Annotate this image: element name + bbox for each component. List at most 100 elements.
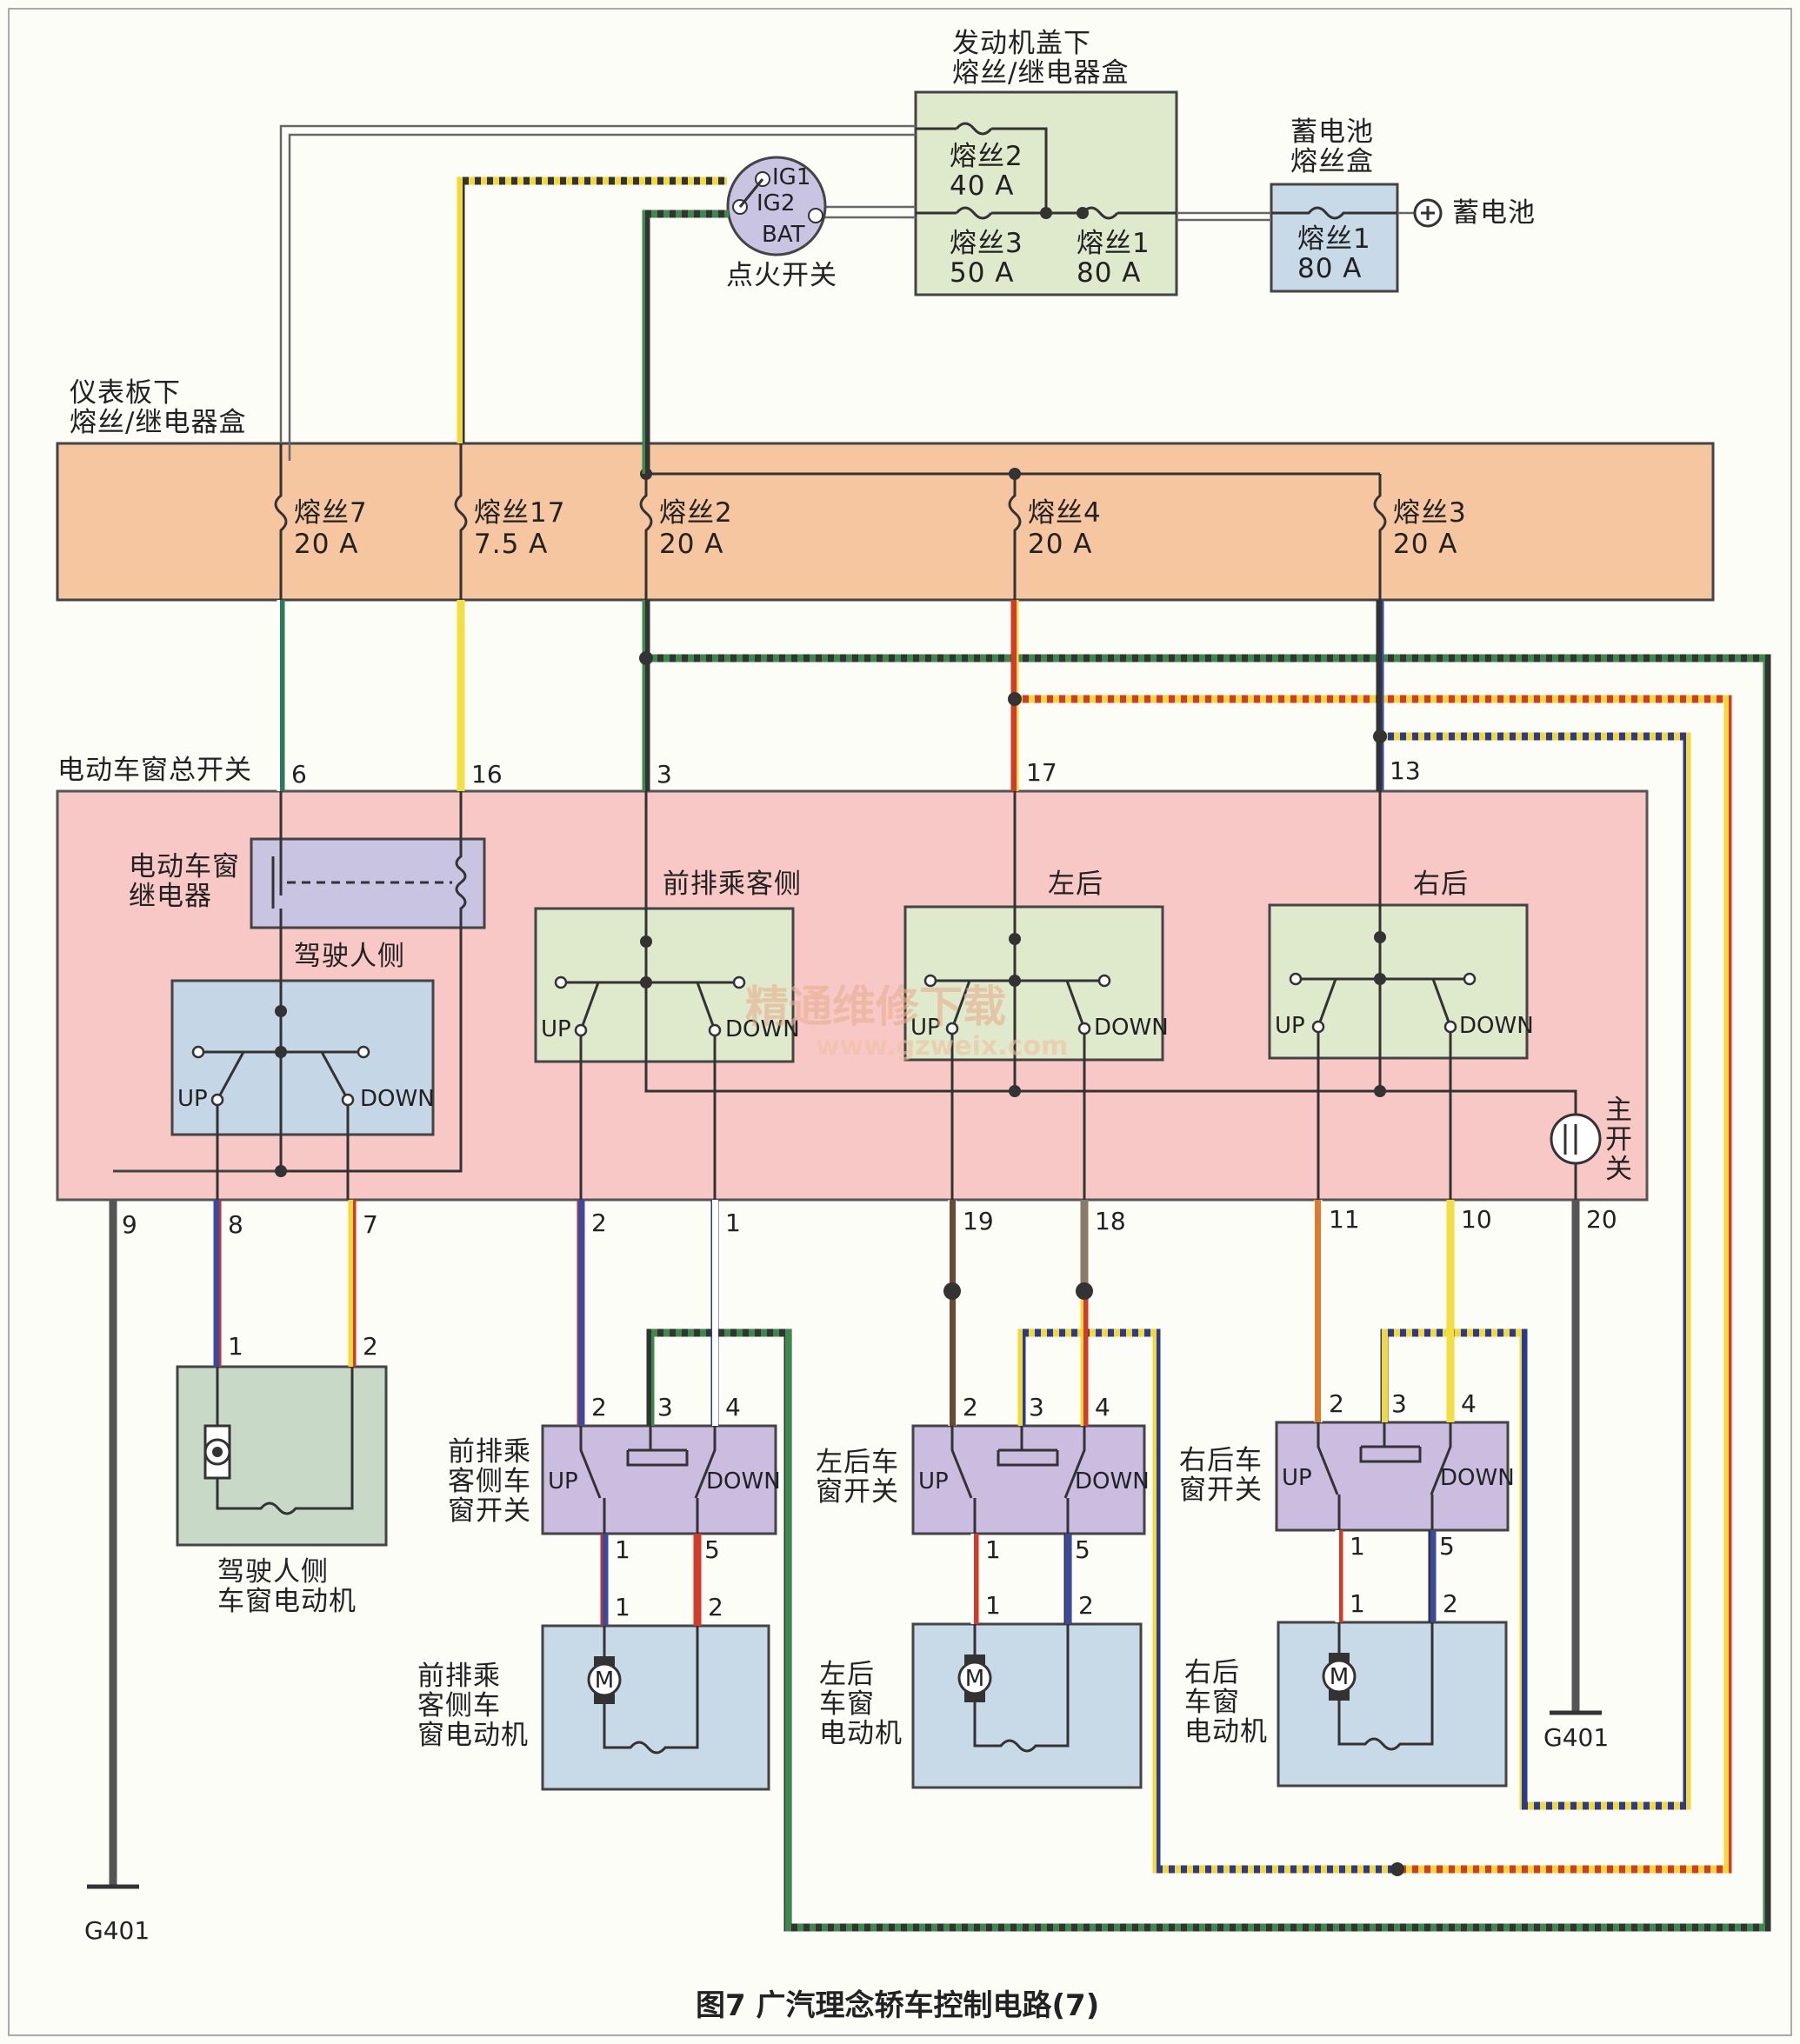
pin-19: 19 — [963, 1207, 994, 1235]
rear-right-motor-icon: M — [1322, 1653, 1357, 1701]
down-label: DOWN — [725, 1016, 800, 1042]
passenger-motor-label3: 窗电动机 — [417, 1720, 529, 1751]
dash-fuse17-rating: 7.5 A — [474, 529, 548, 560]
master-junctions — [275, 931, 1386, 1177]
junction-dot — [639, 651, 653, 665]
ground-g401-left: G401 — [84, 1916, 150, 1945]
switch-contacts — [191, 972, 1477, 1107]
dash-fuse3-name: 熔丝3 — [1393, 497, 1467, 529]
junction-dot — [943, 1282, 961, 1300]
rear-left-label: 左后 — [1048, 869, 1103, 900]
ws-rr-pin1: 1 — [1350, 1532, 1365, 1561]
wire-by-loop-left — [1017, 1328, 1397, 1874]
pin-3: 3 — [657, 760, 672, 789]
driver-motor-pin2: 2 — [363, 1332, 378, 1361]
ignition-switch-label: 点火开关 — [726, 260, 837, 291]
wm-pass-pin1: 1 — [615, 1593, 630, 1621]
engine-box-title1: 发动机盖下 — [952, 28, 1091, 59]
up-label: UP — [1275, 1013, 1305, 1039]
wm-rl-pin2: 2 — [1078, 1591, 1094, 1620]
wm-rr-pin2: 2 — [1443, 1589, 1458, 1618]
rear-right-switch-label1: 右后车 — [1179, 1445, 1263, 1476]
rear-left-motor-label3: 电动机 — [819, 1718, 903, 1749]
relay-label2: 继电器 — [129, 881, 212, 912]
battery-box-internals — [1271, 206, 1397, 220]
ws-pass-pin2: 2 — [591, 1393, 607, 1421]
dash-fuse-box — [56, 442, 1715, 602]
svg-text:M: M — [595, 1668, 614, 1694]
rear-left-switch-box — [903, 905, 1164, 1062]
ig2-label: IG2 — [757, 190, 795, 216]
junction-dot — [1008, 692, 1022, 706]
driver-motor-label1: 驾驶人侧 — [217, 1556, 329, 1588]
engine-fuse2-name: 熔丝2 — [950, 141, 1023, 172]
watermark-url: www.gzweix.com — [816, 1031, 1068, 1062]
down-label: DOWN — [1459, 1013, 1534, 1039]
driver-motor-label2: 车窗电动机 — [217, 1586, 357, 1617]
wm-pass-pin2: 2 — [708, 1593, 723, 1621]
dash-box-title2: 熔丝/继电器盒 — [70, 407, 246, 438]
rear-right-motor-label3: 电动机 — [1184, 1716, 1268, 1748]
down-label: DOWN — [706, 1468, 781, 1495]
dash-fuse4-name: 熔丝4 — [1028, 497, 1102, 529]
pin-1: 1 — [725, 1208, 741, 1237]
up-label: UP — [1282, 1465, 1312, 1491]
master-switch-title: 电动车窗总开关 — [57, 755, 252, 786]
up-label: UP — [177, 1086, 208, 1112]
rear-right-label: 右后 — [1413, 869, 1469, 900]
dash-fuse2-rating: 20 A — [659, 529, 724, 560]
rear-right-motor-label2: 车窗 — [1184, 1687, 1240, 1718]
junction-dot — [1373, 729, 1387, 743]
driver-switch-box — [170, 979, 435, 1136]
main-switch-label3: 关 — [1605, 1154, 1633, 1185]
rear-left-motor-box — [911, 1622, 1143, 1789]
dash-fuse7-rating: 20 A — [294, 529, 359, 560]
battery-box-title2: 熔丝盒 — [1290, 146, 1374, 177]
ws-rr-pin5: 5 — [1439, 1532, 1455, 1561]
engine-fuse-box — [914, 90, 1178, 296]
wire-ig1 — [457, 176, 727, 443]
ws-rl-pin4: 4 — [1095, 1393, 1110, 1421]
wm-rl-pin1: 1 — [985, 1591, 1001, 1620]
driver-side-label: 驾驶人侧 — [294, 941, 405, 972]
bat-label: BAT — [762, 222, 805, 248]
dash-box-title1: 仪表板下 — [70, 377, 181, 409]
junction-dot — [1040, 207, 1052, 219]
engine-fuse3-rating: 50 A — [950, 257, 1015, 289]
up-label: UP — [541, 1016, 571, 1042]
pin-8: 8 — [228, 1210, 243, 1239]
watermark-text: 精通维修下载 — [745, 982, 1006, 1032]
engine-fuse1-name: 熔丝1 — [1077, 228, 1150, 259]
pin-2: 2 — [591, 1208, 607, 1237]
ws-rr-pin3: 3 — [1391, 1389, 1407, 1418]
plus-sign-icon — [1421, 206, 1435, 220]
down-label: DOWN — [1094, 1015, 1169, 1041]
engine-fuse3-name: 熔丝3 — [950, 228, 1023, 259]
main-switch-label1: 主 — [1605, 1095, 1633, 1126]
down-label: DOWN — [1440, 1465, 1515, 1491]
passenger-side-label: 前排乘客侧 — [663, 869, 802, 900]
ws-pass-pin3: 3 — [657, 1393, 673, 1421]
relay-label1: 电动车窗 — [129, 851, 240, 882]
wire-ig2 — [642, 210, 729, 474]
engine-fuse2-rating: 40 A — [950, 170, 1015, 202]
ig1-label: IG1 — [772, 164, 810, 190]
driver-motor-icon — [203, 1424, 231, 1480]
ws-pass-pin5: 5 — [704, 1535, 720, 1564]
ignition-switch-icon — [726, 156, 827, 256]
up-label: UP — [910, 1015, 941, 1041]
engine-fuse1-rating: 80 A — [1077, 257, 1142, 289]
pin-17: 17 — [1026, 758, 1057, 787]
window-switch-internals — [579, 1422, 1452, 1534]
ground-icons — [87, 1710, 1602, 1889]
dash-fuse4-rating: 20 A — [1028, 529, 1093, 560]
ws-rr-pin4: 4 — [1461, 1389, 1477, 1418]
dash-fuse17-name: 熔丝17 — [474, 497, 565, 529]
rear-left-motor-label2: 车窗 — [819, 1688, 875, 1720]
wire-ry-loop — [1015, 695, 1732, 1874]
engine-box-title2: 熔丝/继电器盒 — [952, 57, 1129, 89]
battery-box-title1: 蓄电池 — [1290, 117, 1374, 148]
passenger-switch-label2: 客侧车 — [448, 1466, 531, 1497]
battery-fuse-rating: 80 A — [1297, 253, 1363, 284]
